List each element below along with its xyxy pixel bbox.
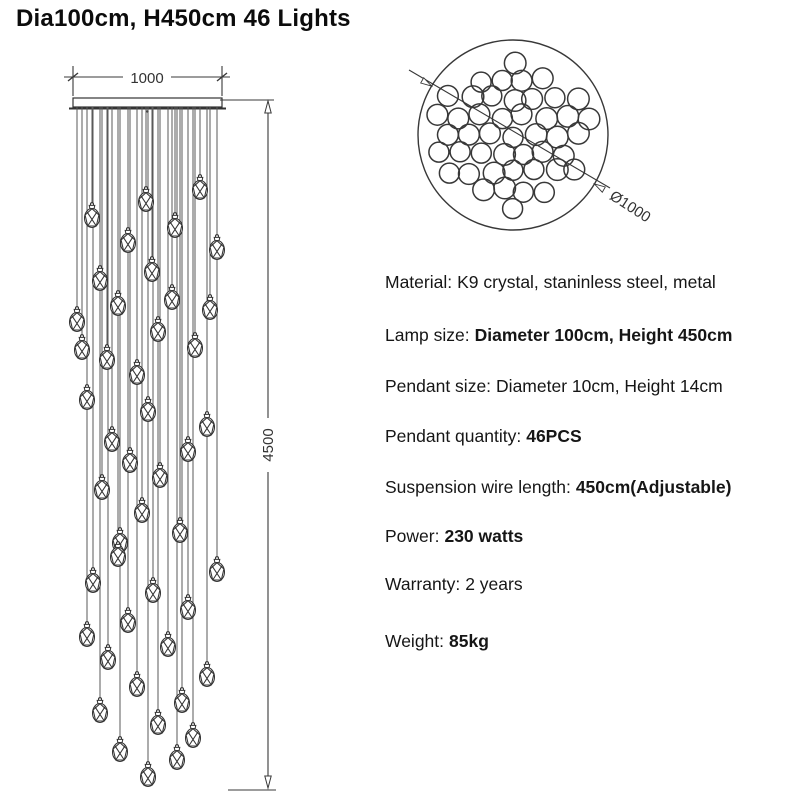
crystal-pendant [171,517,189,544]
crystal-pendant [91,697,109,724]
pendant-position-circle [491,69,513,92]
pendant-position-circle [563,158,586,181]
crystal-pendant [149,709,167,736]
crystal-pendant [139,396,157,423]
width-dimension-label: 1000 [130,70,163,87]
crystal-pendant [68,306,86,333]
chandelier-side-view: 1000 4500 [64,66,279,791]
spec-row-lamp-size: Lamp size:Diameter 100cm, Height 450cm [385,325,733,345]
pendant-position-circle [470,71,492,93]
crystal-pendant [201,294,219,321]
crystal-pendant [144,577,162,604]
crystal-pendant [208,556,226,583]
crystal-pendant [159,631,177,658]
crystal-pendant [143,256,161,283]
crystal-pendant [184,722,202,749]
pendant-position-circle [472,178,496,202]
pendant-position-circle [470,142,493,164]
crystal-pendant [133,497,151,524]
crystal-pendant [163,284,181,311]
spec-row-suspension-length: Suspension wire length:450cm(Adjustable) [385,477,732,497]
crystal-pendant [99,644,117,671]
pendant-position-circle [512,143,535,166]
crystal-pendant [98,344,116,371]
pendant-position-circle [436,123,460,146]
crystal-pendant [83,202,101,229]
crystal-pendant [121,447,139,474]
crystal-pendant [179,594,197,621]
crystal-pendant [179,436,197,463]
pendant-position-circle [468,103,491,126]
crystal-pendant [198,411,216,438]
page-title: Dia100cm, H450cm 46 Lights [16,5,351,32]
spec-list: Material:K9 crystal, staninless steel, m… [385,0,795,800]
crystal-pendant [191,174,209,201]
crystal-pendant [151,462,169,489]
crystal-pendant [119,227,137,254]
pendant-position-circle [501,197,524,220]
pendant-position-circle [436,84,460,108]
pendant-position-circle [503,51,527,75]
pendant-position-circle [457,162,481,186]
crystal-pendant [173,687,191,714]
crystal-pendant [93,474,111,501]
chandelier-top-view: Ø1000 [408,39,654,231]
crystal-pendant [139,761,157,788]
crystal-pendant [198,661,216,688]
pendant-position-circle [481,85,503,107]
crystal-pendant [109,541,127,568]
suspension-wires [76,107,218,764]
crystal-pendant [103,426,121,453]
height-dimension-label: 4500 [260,428,277,461]
pendant-position-circle [449,141,471,163]
spec-row-pendant-quantity: Pendant quantity:46PCS [385,426,582,446]
pendant-position-circle [533,181,556,204]
crystal-pendant [91,265,109,292]
pendant-position-circle [544,86,566,109]
spec-row-warranty: Warranty:2 years [385,574,523,594]
crystal-pendant [149,316,167,343]
crystal-pendant [119,607,137,634]
crystal-pendant [78,621,96,648]
width-dimension: 1000 [64,66,230,96]
pendant-position-circle [531,140,554,163]
spec-row-material: Material:K9 crystal, staninless steel, m… [385,272,716,292]
spec-row-weight: Weight:85kg [385,631,489,651]
spec-row-pendant-size: Pendant size:Diameter 10cm, Height 14cm [385,376,723,396]
crystal-pendant [109,290,127,317]
spec-row-power: Power:230 watts [385,526,524,546]
crystal-pendant [111,736,129,763]
crystal-pendant [128,359,146,386]
crystal-pendant [73,334,91,361]
crystal-pendant [84,567,102,594]
crystal-pendant [166,212,184,239]
pendant-position-circle [426,103,449,126]
pendant-position-circle [566,87,590,111]
pendant-position-circle [545,158,569,182]
pendant-position-circle [577,107,601,131]
height-dimension: 4500 [220,99,279,791]
crystal-pendant [186,332,204,359]
crystal-pendant [168,744,186,771]
pendant-position-circle [428,141,450,163]
pendant-position-circles [426,51,601,220]
crystal-pendant [128,671,146,698]
crystal-pendants [68,174,226,788]
pendant-position-circle [531,67,554,90]
crystal-pendant [78,384,96,411]
canopy-outline-circle [417,39,609,231]
pendant-position-circle [512,181,535,203]
pendant-position-circle [523,158,545,181]
pendant-position-circle [520,87,544,111]
pendant-position-circle [438,162,461,184]
pendant-position-circle [510,103,533,126]
crystal-pendant [137,186,155,213]
crystal-pendant [208,234,226,261]
